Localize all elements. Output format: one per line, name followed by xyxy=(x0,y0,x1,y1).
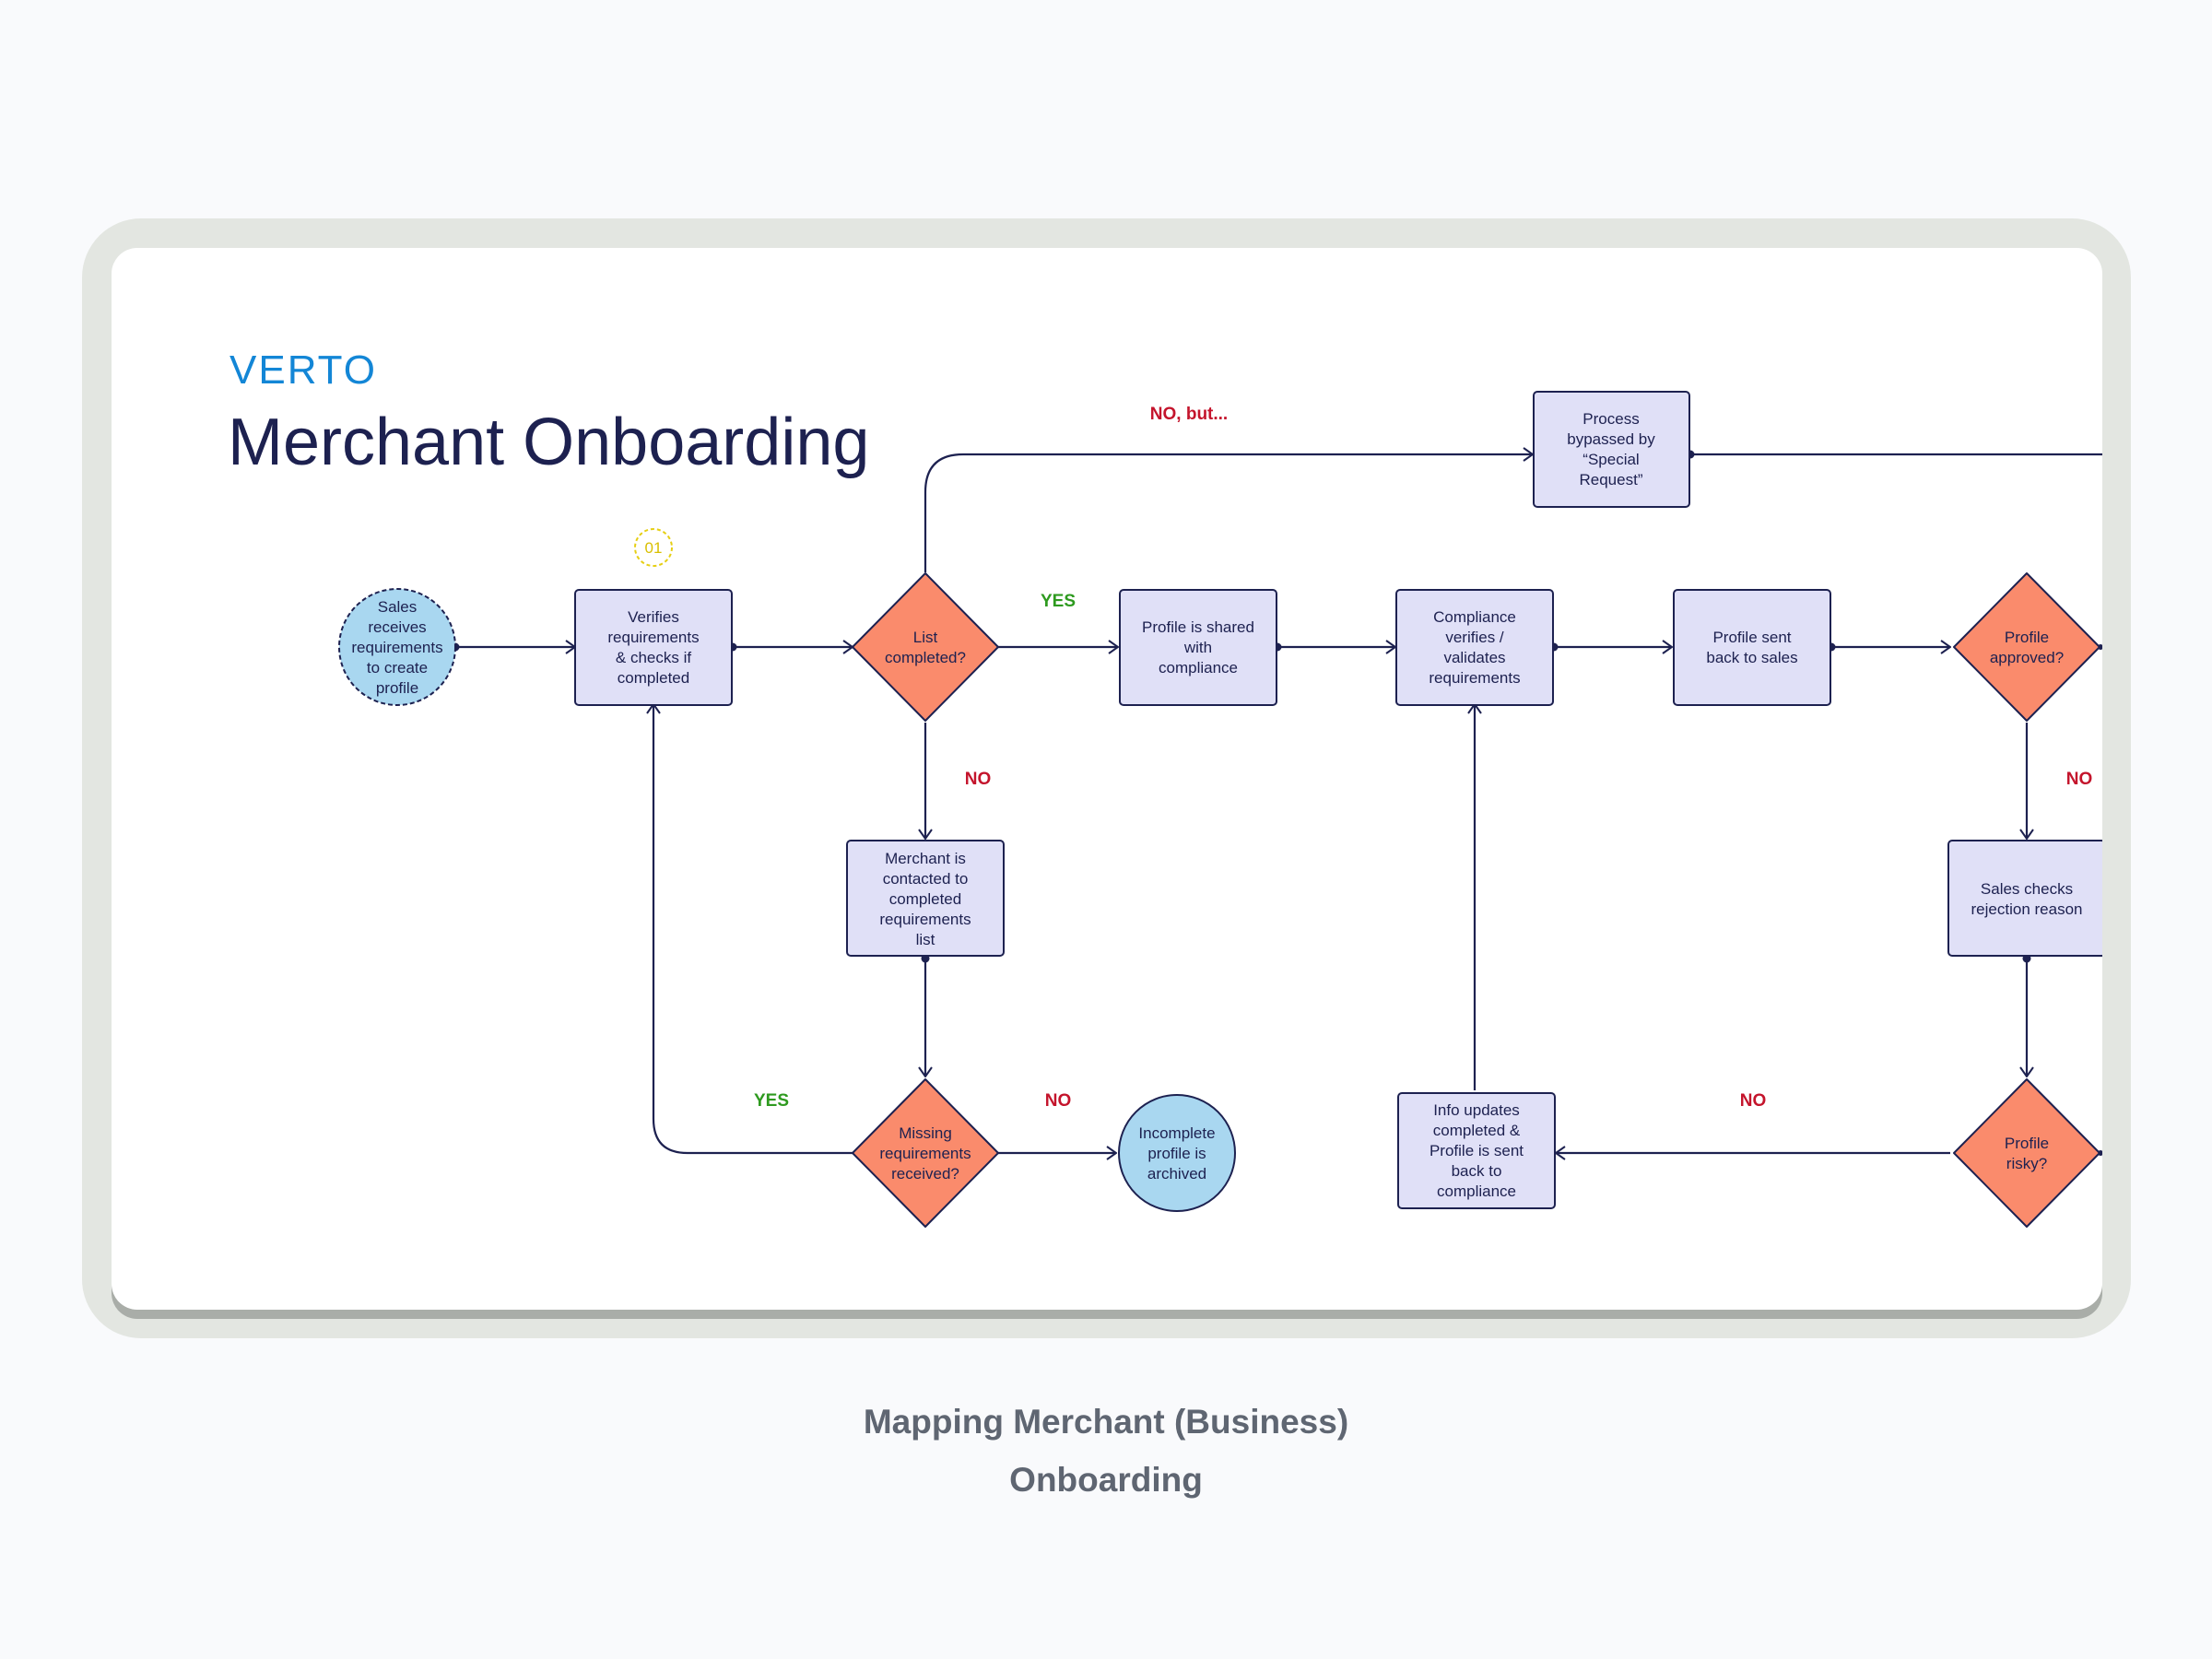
label-no-risky: NO xyxy=(1740,1091,1767,1111)
node-label-line: “Special xyxy=(1583,451,1639,468)
missing-received-text: Missing requirements received? xyxy=(879,1124,971,1182)
node-label-line: Sales checks xyxy=(1981,880,2073,898)
edge-missing-verify-loop xyxy=(653,704,853,1155)
edge-labels: NO, but... YES NO YES NO NO NO xyxy=(754,405,2092,1111)
node-label-line: Incomplete xyxy=(1138,1124,1215,1142)
brand-logo: VERTO xyxy=(229,347,377,393)
shared-box: Profile is shared with compliance xyxy=(1119,589,1277,706)
node-label-line: Merchant is xyxy=(885,850,966,867)
verify-box: Verifies requirements & checks if completed xyxy=(574,589,733,706)
node-label-line: Verifies xyxy=(628,608,679,626)
node-label-line: requirements xyxy=(607,629,699,646)
node-label-line: Compliance xyxy=(1433,608,1516,626)
label-yes-shared: YES xyxy=(1041,592,1076,611)
rejection-text: Sales checks rejection reason xyxy=(1971,880,2083,918)
node-label-line: requirements xyxy=(879,1145,971,1162)
compliance-verifies-text: Compliance verifies / validates requirement… xyxy=(1429,608,1520,687)
approved-text: Profile approved? xyxy=(1990,629,2064,666)
node-label-line: Profile sent xyxy=(1712,629,1791,646)
node-label-line: bypassed by xyxy=(1567,430,1655,448)
node-label-line: & checks if xyxy=(616,649,691,666)
node-label-line: Request” xyxy=(1580,471,1643,488)
node-label-line: Sales xyxy=(378,598,418,616)
list-completed-diamond: List completed? xyxy=(852,572,999,722)
node-label-line: list xyxy=(916,931,935,948)
contacted-box: Merchant is contacted to completed requirem… xyxy=(846,840,1005,957)
node-label-line: back to sales xyxy=(1706,649,1797,666)
node-label-line: approved? xyxy=(1990,649,2064,666)
svg-text:01: 01 xyxy=(645,539,663,557)
node-label-line: validates xyxy=(1443,649,1505,666)
node-label-line: receives xyxy=(368,618,426,636)
node-label-line: verifies / xyxy=(1445,629,1504,646)
list-completed-text: List completed? xyxy=(885,629,966,666)
node-label-line: Process xyxy=(1583,410,1639,428)
node-label-line: contacted to xyxy=(883,870,969,888)
node-label-line: profile is xyxy=(1147,1145,1206,1162)
node-label-line: Profile is sent xyxy=(1430,1142,1524,1159)
node-label-line: Profile xyxy=(2005,629,2049,646)
node-label-line: Missing xyxy=(899,1124,952,1142)
edge-list-bypassed xyxy=(924,454,1533,572)
node-label-line: risky? xyxy=(2006,1155,2047,1172)
node-label-line: Info updates xyxy=(1433,1101,1520,1119)
node-label-line: requirements xyxy=(879,911,971,928)
node-label-line: compliance xyxy=(1437,1182,1516,1200)
missing-received-diamond: Missing requirements received? xyxy=(852,1078,999,1228)
node-label-line: to create xyxy=(367,659,428,677)
info-updates-box: Info updates completed & Profile is sent ba… xyxy=(1397,1092,1556,1209)
node-label-line: requirements xyxy=(351,639,442,656)
approved-diamond: Profile approved? xyxy=(1953,572,2100,722)
contacted-box-text: Merchant is contacted to completed requirem… xyxy=(879,850,971,948)
caption-line-2: Onboarding xyxy=(1009,1461,1203,1499)
sent-back-text: Profile sent back to sales xyxy=(1706,629,1797,666)
risky-diamond: Profile risky? xyxy=(1953,1078,2100,1228)
node-label-line: Profile is shared xyxy=(1142,618,1254,636)
connectors xyxy=(455,454,2102,1153)
node-label-line: archived xyxy=(1147,1165,1206,1182)
rejection-box: Sales checks rejection reason xyxy=(1947,840,2102,957)
archived-node: Incomplete profile is archived xyxy=(1118,1094,1236,1212)
risky-text: Profile risky? xyxy=(2005,1135,2049,1172)
label-no-rejection: NO xyxy=(2066,770,2093,789)
node-label-line: completed & xyxy=(1433,1122,1521,1139)
label-no-archive: NO xyxy=(1045,1091,1072,1111)
label-no-contact: NO xyxy=(965,770,992,789)
archived-node-text: Incomplete profile is archived xyxy=(1138,1124,1215,1182)
node-label-line: requirements xyxy=(1429,669,1520,687)
start-node-text: Sales receives requirements to create profil… xyxy=(351,598,442,697)
node-label-line: completed xyxy=(889,890,961,908)
node-label-line: completed? xyxy=(885,649,966,666)
diagram-card: VERTO Merchant Onboarding xyxy=(112,248,2102,1310)
verify-box-text: Verifies requirements & checks if completed xyxy=(607,608,699,687)
caption-line-1: Mapping Merchant (Business) xyxy=(863,1403,1349,1441)
node-label-line: back to xyxy=(1452,1162,1502,1180)
port-dots xyxy=(451,450,2102,1156)
node-label-line: compliance xyxy=(1159,659,1238,677)
node-label-line: completed xyxy=(618,669,689,687)
step-badge: 01 xyxy=(634,528,673,567)
start-node: Sales receives requirements to create profil… xyxy=(338,588,456,706)
node-label-line: List xyxy=(913,629,938,646)
node-label-line: received? xyxy=(891,1165,959,1182)
page-title: Merchant Onboarding xyxy=(228,406,870,479)
node-label-line: with xyxy=(1183,639,1212,656)
shared-box-text: Profile is shared with compliance xyxy=(1142,618,1254,677)
label-yes-loop: YES xyxy=(754,1091,789,1111)
node-label-line: Profile xyxy=(2005,1135,2049,1152)
node-label-line: rejection reason xyxy=(1971,900,2083,918)
compliance-verifies-box: Compliance verifies / validates requirement… xyxy=(1395,589,1554,706)
info-updates-text: Info updates completed & Profile is sent ba… xyxy=(1430,1101,1524,1200)
label-no-but: NO, but... xyxy=(1150,405,1228,424)
sent-back-box: Profile sent back to sales xyxy=(1673,589,1831,706)
node-label-line: profile xyxy=(376,679,418,697)
flowchart: 01 Sales receives requirements to create pro… xyxy=(338,391,2102,1228)
